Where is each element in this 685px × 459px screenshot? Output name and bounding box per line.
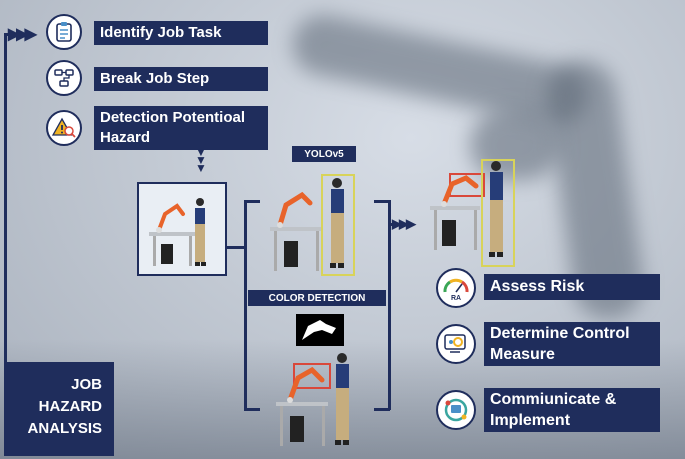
step-communicate-implement: Commiunicate & Implement (484, 388, 660, 432)
down-chevrons-icon: ▼▼▼ (193, 148, 209, 172)
left-bracket (244, 200, 247, 410)
job-hazard-analysis-title: JOB HAZARD ANALYSIS (4, 362, 114, 456)
result-arrow-line (390, 223, 400, 226)
jha-title-line-1: JOB (10, 374, 102, 396)
step-detection-potential-hazard: Detection Potentioal Hazard (94, 106, 268, 150)
workstation-photo-yolo (262, 165, 362, 280)
jha-title-line-2: HAZARD (10, 396, 102, 418)
hazard-search-icon (46, 110, 82, 146)
color-mask-thumbnail (296, 314, 344, 346)
control-settings-icon (436, 324, 476, 364)
right-bracket-bottom (374, 408, 390, 411)
step-assess-risk: Assess Risk (484, 274, 660, 300)
right-bracket (388, 200, 391, 410)
color-detection-tag: COLOR DETECTION (248, 290, 386, 306)
workstation-photo-original (137, 182, 227, 276)
risk-gauge-text: RA (451, 295, 461, 301)
workstation-photo-color (268, 350, 368, 455)
step-break-job-step: Break Job Step (94, 67, 268, 91)
workstation-photo-result (424, 158, 520, 270)
background-robot-arm (287, 9, 593, 130)
entry-line (4, 33, 12, 36)
yolo-tag: YOLOv5 (292, 146, 356, 162)
clipboard-icon (46, 14, 82, 50)
connector-line (227, 246, 245, 249)
step-identify-job-task: Identify Job Task (94, 21, 268, 45)
left-bracket-top (244, 200, 260, 203)
right-bracket-top (374, 200, 390, 203)
communicate-icon (436, 390, 476, 430)
left-bracket-bottom (244, 408, 260, 411)
workflow-icon (46, 60, 82, 96)
jha-title-line-3: ANALYSIS (10, 418, 102, 440)
step-determine-control-measure: Determine Control Measure (484, 322, 660, 366)
risk-gauge-icon: RA (436, 268, 476, 308)
